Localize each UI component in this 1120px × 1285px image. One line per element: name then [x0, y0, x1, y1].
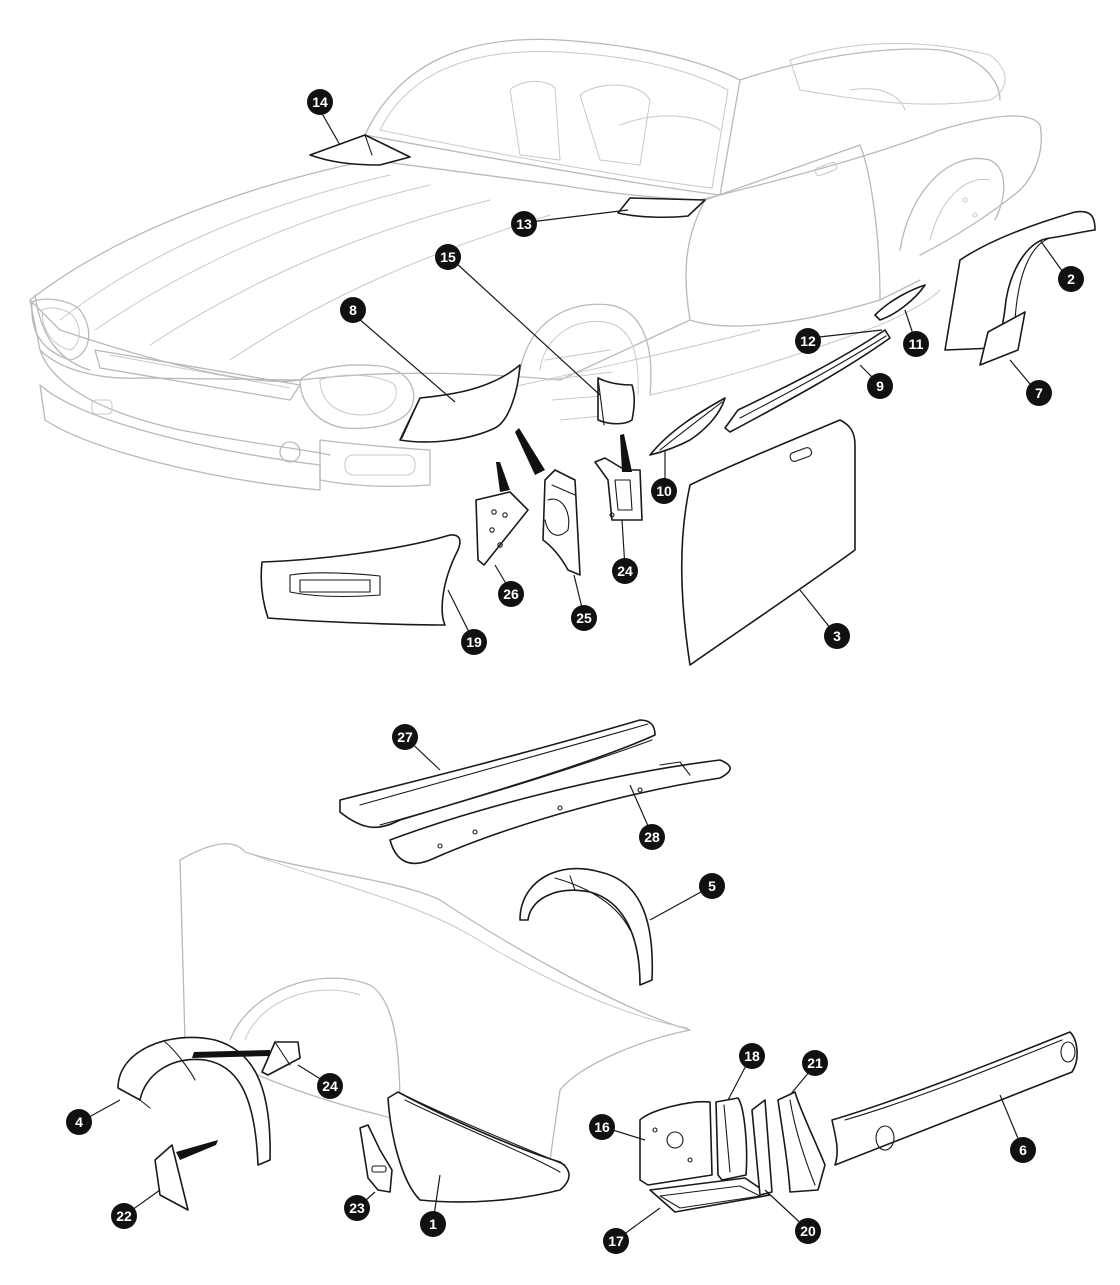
- part-2-rear-quarter-panel: [944, 210, 1096, 351]
- part-25-inner-wing-plate: [542, 469, 581, 576]
- svg-text:12: 12: [800, 333, 816, 349]
- callout-10: 10: [651, 478, 677, 504]
- car-body-outline: [29, 38, 1042, 491]
- part-6-inner-sill: [831, 1031, 1078, 1166]
- callout-7: 7: [1026, 380, 1052, 406]
- part-17-floor-tray: [649, 1177, 771, 1213]
- callout-15: 15: [435, 244, 461, 270]
- part-10-sill-front-section: [649, 397, 726, 456]
- svg-text:22: 22: [116, 1208, 132, 1224]
- front-wing-outline: [179, 843, 691, 1161]
- callout-21: 21: [802, 1050, 828, 1076]
- callout-12: 12: [795, 328, 821, 354]
- callout-1: 1: [420, 1211, 446, 1237]
- callout-5: 5: [699, 873, 725, 899]
- callout-24-top: 24: [612, 558, 638, 584]
- callout-3: 3: [824, 623, 850, 649]
- callout-9: 9: [867, 373, 893, 399]
- callout-28: 28: [639, 824, 665, 850]
- callout-6: 6: [1010, 1137, 1036, 1163]
- svg-text:8: 8: [349, 302, 357, 318]
- svg-text:17: 17: [608, 1233, 624, 1249]
- svg-text:14: 14: [312, 94, 328, 110]
- svg-text:21: 21: [807, 1055, 823, 1071]
- svg-text:19: 19: [466, 634, 482, 650]
- svg-text:15: 15: [440, 249, 456, 265]
- callout-4: 4: [66, 1109, 92, 1135]
- svg-text:18: 18: [744, 1048, 760, 1064]
- part-5-inner-wheel-arch: [519, 867, 654, 986]
- callout-11: 11: [903, 331, 929, 357]
- pointer-wedge: [496, 462, 510, 492]
- callout-18: 18: [739, 1043, 765, 1069]
- callout-24-bottom: 24: [317, 1073, 343, 1099]
- pointer-wedge: [515, 428, 545, 475]
- part-24-bracket-bottom: [261, 1041, 301, 1076]
- part-3-door-skin: [680, 419, 856, 666]
- part-20-pillar-strip: [751, 1099, 773, 1196]
- part-14-scuttle-panel: [309, 134, 411, 166]
- svg-text:13: 13: [516, 216, 532, 232]
- part-21-pillar-reinforcement: [777, 1091, 826, 1193]
- callout-16: 16: [589, 1114, 615, 1140]
- callout-26: 26: [498, 581, 524, 607]
- pointer-wedge: [192, 1050, 270, 1058]
- part-15-wheel-arch-repair: [597, 377, 636, 426]
- svg-text:1: 1: [429, 1216, 437, 1232]
- svg-text:23: 23: [349, 1200, 365, 1216]
- part-11-sill-end: [874, 284, 926, 321]
- part-8-front-wing-lower: [399, 364, 521, 443]
- svg-text:10: 10: [656, 483, 672, 499]
- svg-text:28: 28: [644, 829, 660, 845]
- svg-text:6: 6: [1019, 1142, 1027, 1158]
- svg-text:27: 27: [397, 729, 413, 745]
- part-1-front-wing-lower-repair: [387, 1091, 570, 1203]
- part-19-front-valance: [260, 534, 461, 626]
- svg-text:25: 25: [576, 610, 592, 626]
- svg-text:9: 9: [876, 378, 884, 394]
- svg-text:3: 3: [833, 628, 841, 644]
- part-7-rear-patch: [979, 311, 1026, 366]
- callout-20: 20: [795, 1218, 821, 1244]
- svg-text:16: 16: [594, 1119, 610, 1135]
- callout-19: 19: [461, 629, 487, 655]
- pointer-wedge: [620, 434, 632, 472]
- svg-text:4: 4: [75, 1114, 83, 1130]
- callout-27: 27: [392, 724, 418, 750]
- part-18-support-bracket: [715, 1097, 748, 1181]
- part-22-patch-panel: [154, 1144, 189, 1211]
- part-16-bulkhead-panel: [639, 1100, 713, 1186]
- svg-text:24: 24: [322, 1078, 338, 1094]
- svg-text:7: 7: [1035, 385, 1043, 401]
- callout-13: 13: [511, 211, 537, 237]
- callout-8: 8: [340, 297, 366, 323]
- svg-text:5: 5: [708, 878, 716, 894]
- svg-text:2: 2: [1067, 271, 1075, 287]
- svg-text:11: 11: [909, 336, 924, 352]
- part-26-gusset: [475, 491, 529, 566]
- part-27-inner-wing-top-rail: [339, 719, 656, 829]
- svg-text:26: 26: [503, 586, 519, 602]
- part-13-scuttle-corner: [617, 197, 706, 219]
- callout-22: 22: [111, 1203, 137, 1229]
- callout-25: 25: [571, 605, 597, 631]
- part-9-outer-sill: [724, 329, 891, 433]
- svg-text:24: 24: [617, 563, 633, 579]
- callout-14: 14: [307, 89, 333, 115]
- callout-2: 2: [1058, 266, 1084, 292]
- svg-text:20: 20: [800, 1223, 816, 1239]
- callout-23: 23: [344, 1195, 370, 1221]
- callout-17: 17: [603, 1228, 629, 1254]
- pointer-wedge: [176, 1140, 218, 1160]
- part-4-wheel-arch-liner: [117, 1036, 271, 1166]
- part-24-bracket-top: [594, 457, 643, 521]
- part-23-closing-plate: [359, 1124, 393, 1193]
- part-28-inner-wing-flange: [389, 759, 731, 865]
